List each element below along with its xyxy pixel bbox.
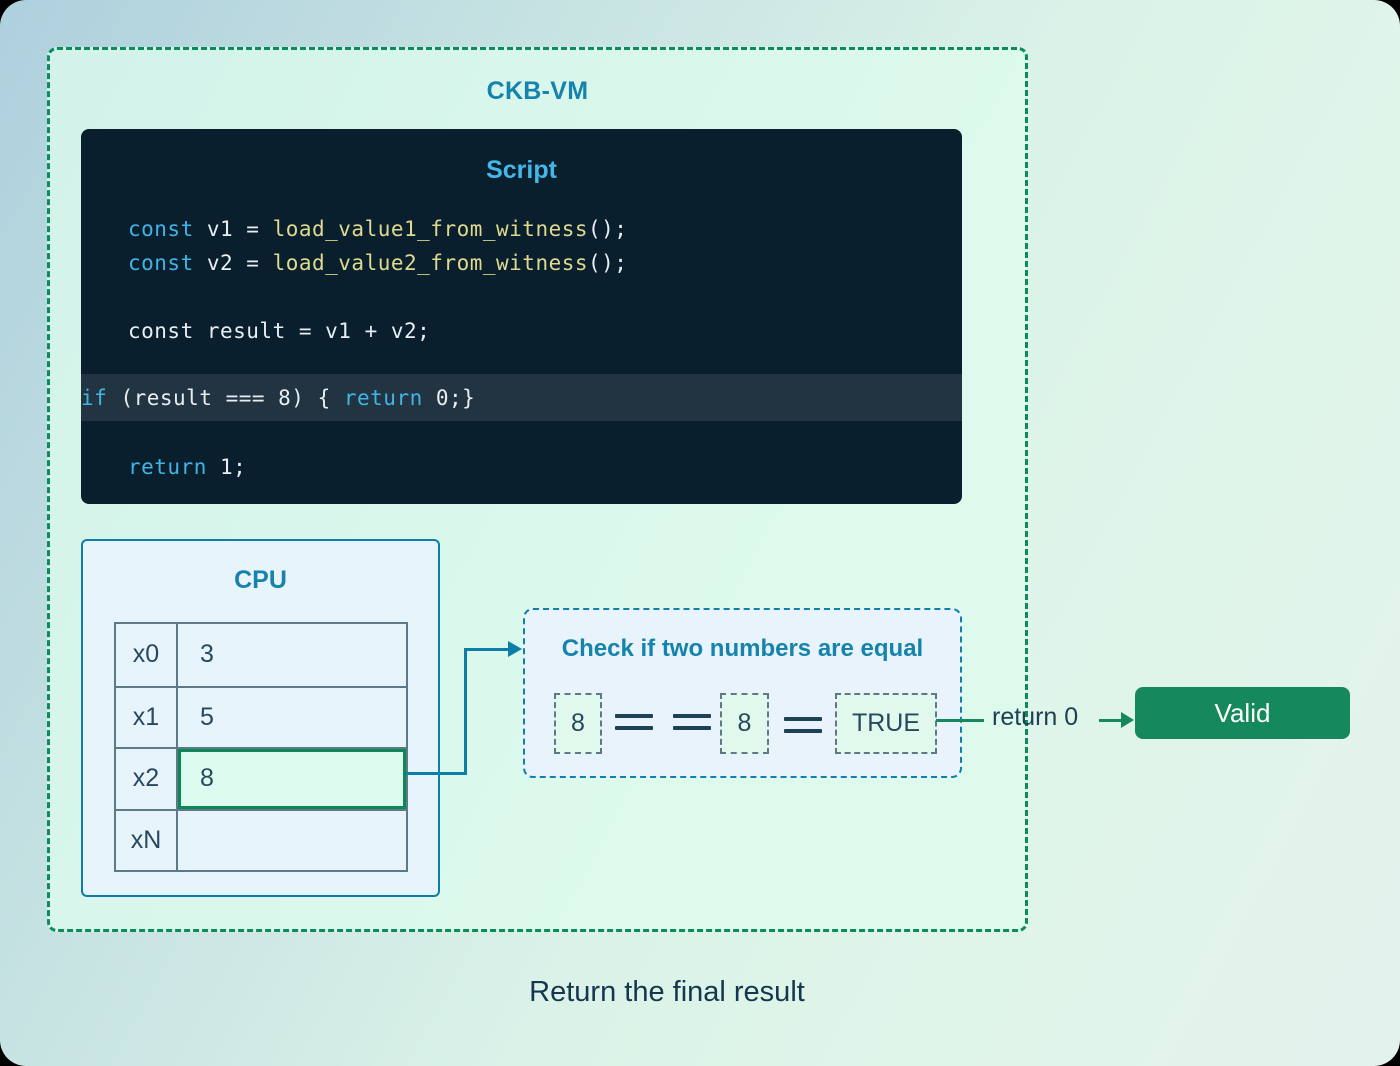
code-text: v1 = (193, 217, 273, 241)
script-title: Script (486, 156, 557, 184)
code-text: (); (588, 251, 628, 275)
operand-box: 8 (720, 693, 769, 754)
return-zero-label: return 0 (992, 703, 1079, 731)
code-function: load_value2_from_witness (272, 251, 589, 275)
connector-line (406, 772, 467, 775)
cpu-box: CPU x0 3 x1 5 x2 8 xN (81, 539, 440, 897)
connector-line (464, 648, 467, 775)
arrow-icon (1121, 712, 1134, 728)
register-name: xN (116, 810, 178, 870)
register-value (178, 811, 406, 871)
check-box: Check if two numbers are equal 8 8 TRUE (523, 608, 962, 778)
equals-icon (673, 714, 711, 730)
code-line-4: if (result === 8) { return 0;} (81, 384, 475, 412)
cpu-title: CPU (234, 566, 287, 594)
register-value: 5 (200, 702, 214, 731)
code-text: (); (588, 217, 628, 241)
equals-icon (784, 717, 822, 733)
code-text: (result === 8) { (107, 385, 344, 410)
code-line-1: const v1 = load_value1_from_witness(); (128, 215, 627, 243)
code-text: 1; (206, 455, 247, 479)
script-code-block: Script const v1 = load_value1_from_witne… (81, 129, 962, 504)
arrow-icon (508, 641, 522, 657)
connector-line (464, 648, 510, 651)
code-text: v2 = (193, 251, 273, 275)
table-row: x2 8 (116, 747, 406, 809)
code-highlighted-row: if (result === 8) { return 0;} (81, 374, 962, 421)
table-row: xN (116, 808, 406, 871)
code-line-5: return 1; (128, 453, 246, 481)
flow-line (936, 719, 984, 722)
result-box: TRUE (835, 693, 937, 754)
operand-box: 8 (554, 693, 602, 754)
register-table: x0 3 x1 5 x2 8 xN (114, 622, 408, 872)
register-value: 3 (200, 640, 214, 669)
valid-badge: Valid (1135, 687, 1350, 739)
code-line-3: const result = v1 + v2; (128, 317, 430, 345)
code-line-2: const v2 = load_value2_from_witness(); (128, 249, 627, 277)
code-text: const result = v1 + v2; (128, 319, 431, 343)
flow-line (1099, 719, 1122, 722)
code-keyword: return (343, 385, 423, 410)
code-keyword: const (128, 251, 194, 275)
diagram-caption: Return the final result (529, 976, 805, 1008)
table-row: x1 5 (116, 685, 406, 747)
register-name: x2 (116, 749, 178, 809)
check-title: Check if two numbers are equal (561, 635, 924, 662)
code-keyword: if (81, 385, 108, 410)
code-function: load_value1_from_witness (272, 217, 589, 241)
register-value-highlighted: 8 (178, 749, 406, 809)
code-keyword: const (128, 217, 194, 241)
register-name: x1 (116, 687, 178, 747)
code-keyword: return (128, 455, 207, 479)
table-row: x0 3 (116, 624, 406, 686)
code-text: 0;} (422, 385, 476, 410)
register-name: x0 (116, 624, 178, 686)
ckb-vm-title: CKB-VM (486, 77, 589, 105)
equals-icon (615, 714, 653, 730)
